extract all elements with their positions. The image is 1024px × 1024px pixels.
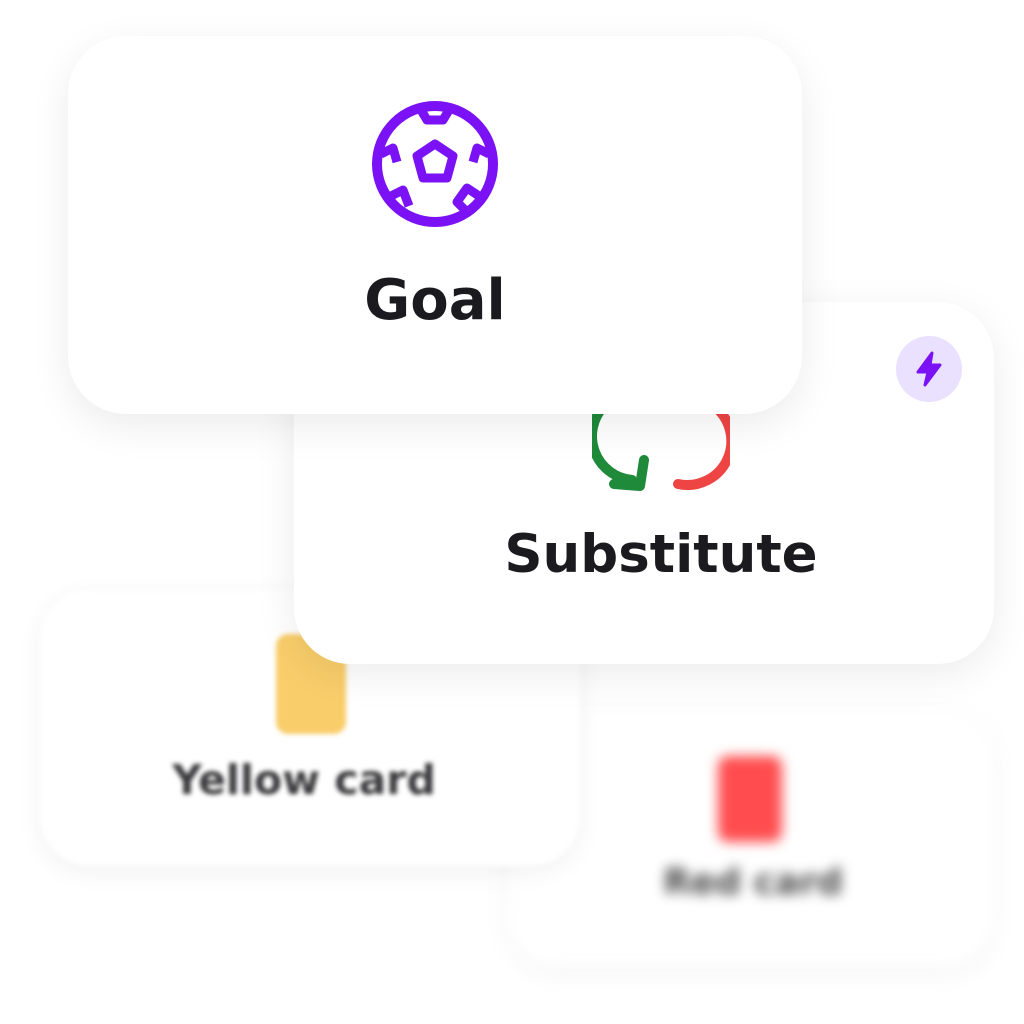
red-card-option[interactable]: Red card xyxy=(508,710,992,966)
goal-option[interactable]: Goal xyxy=(68,36,802,414)
goal-label: Goal xyxy=(364,268,506,333)
red-card-icon xyxy=(718,756,782,842)
swap-arrows-icon xyxy=(592,401,730,491)
lightning-bolt-badge xyxy=(896,336,962,402)
lightning-bolt-icon xyxy=(916,351,942,387)
substitute-label: Substitute xyxy=(504,524,818,585)
soccer-ball-icon xyxy=(372,101,498,227)
yellow-card-label: Yellow card xyxy=(172,756,436,804)
red-card-label: Red card xyxy=(663,862,843,903)
